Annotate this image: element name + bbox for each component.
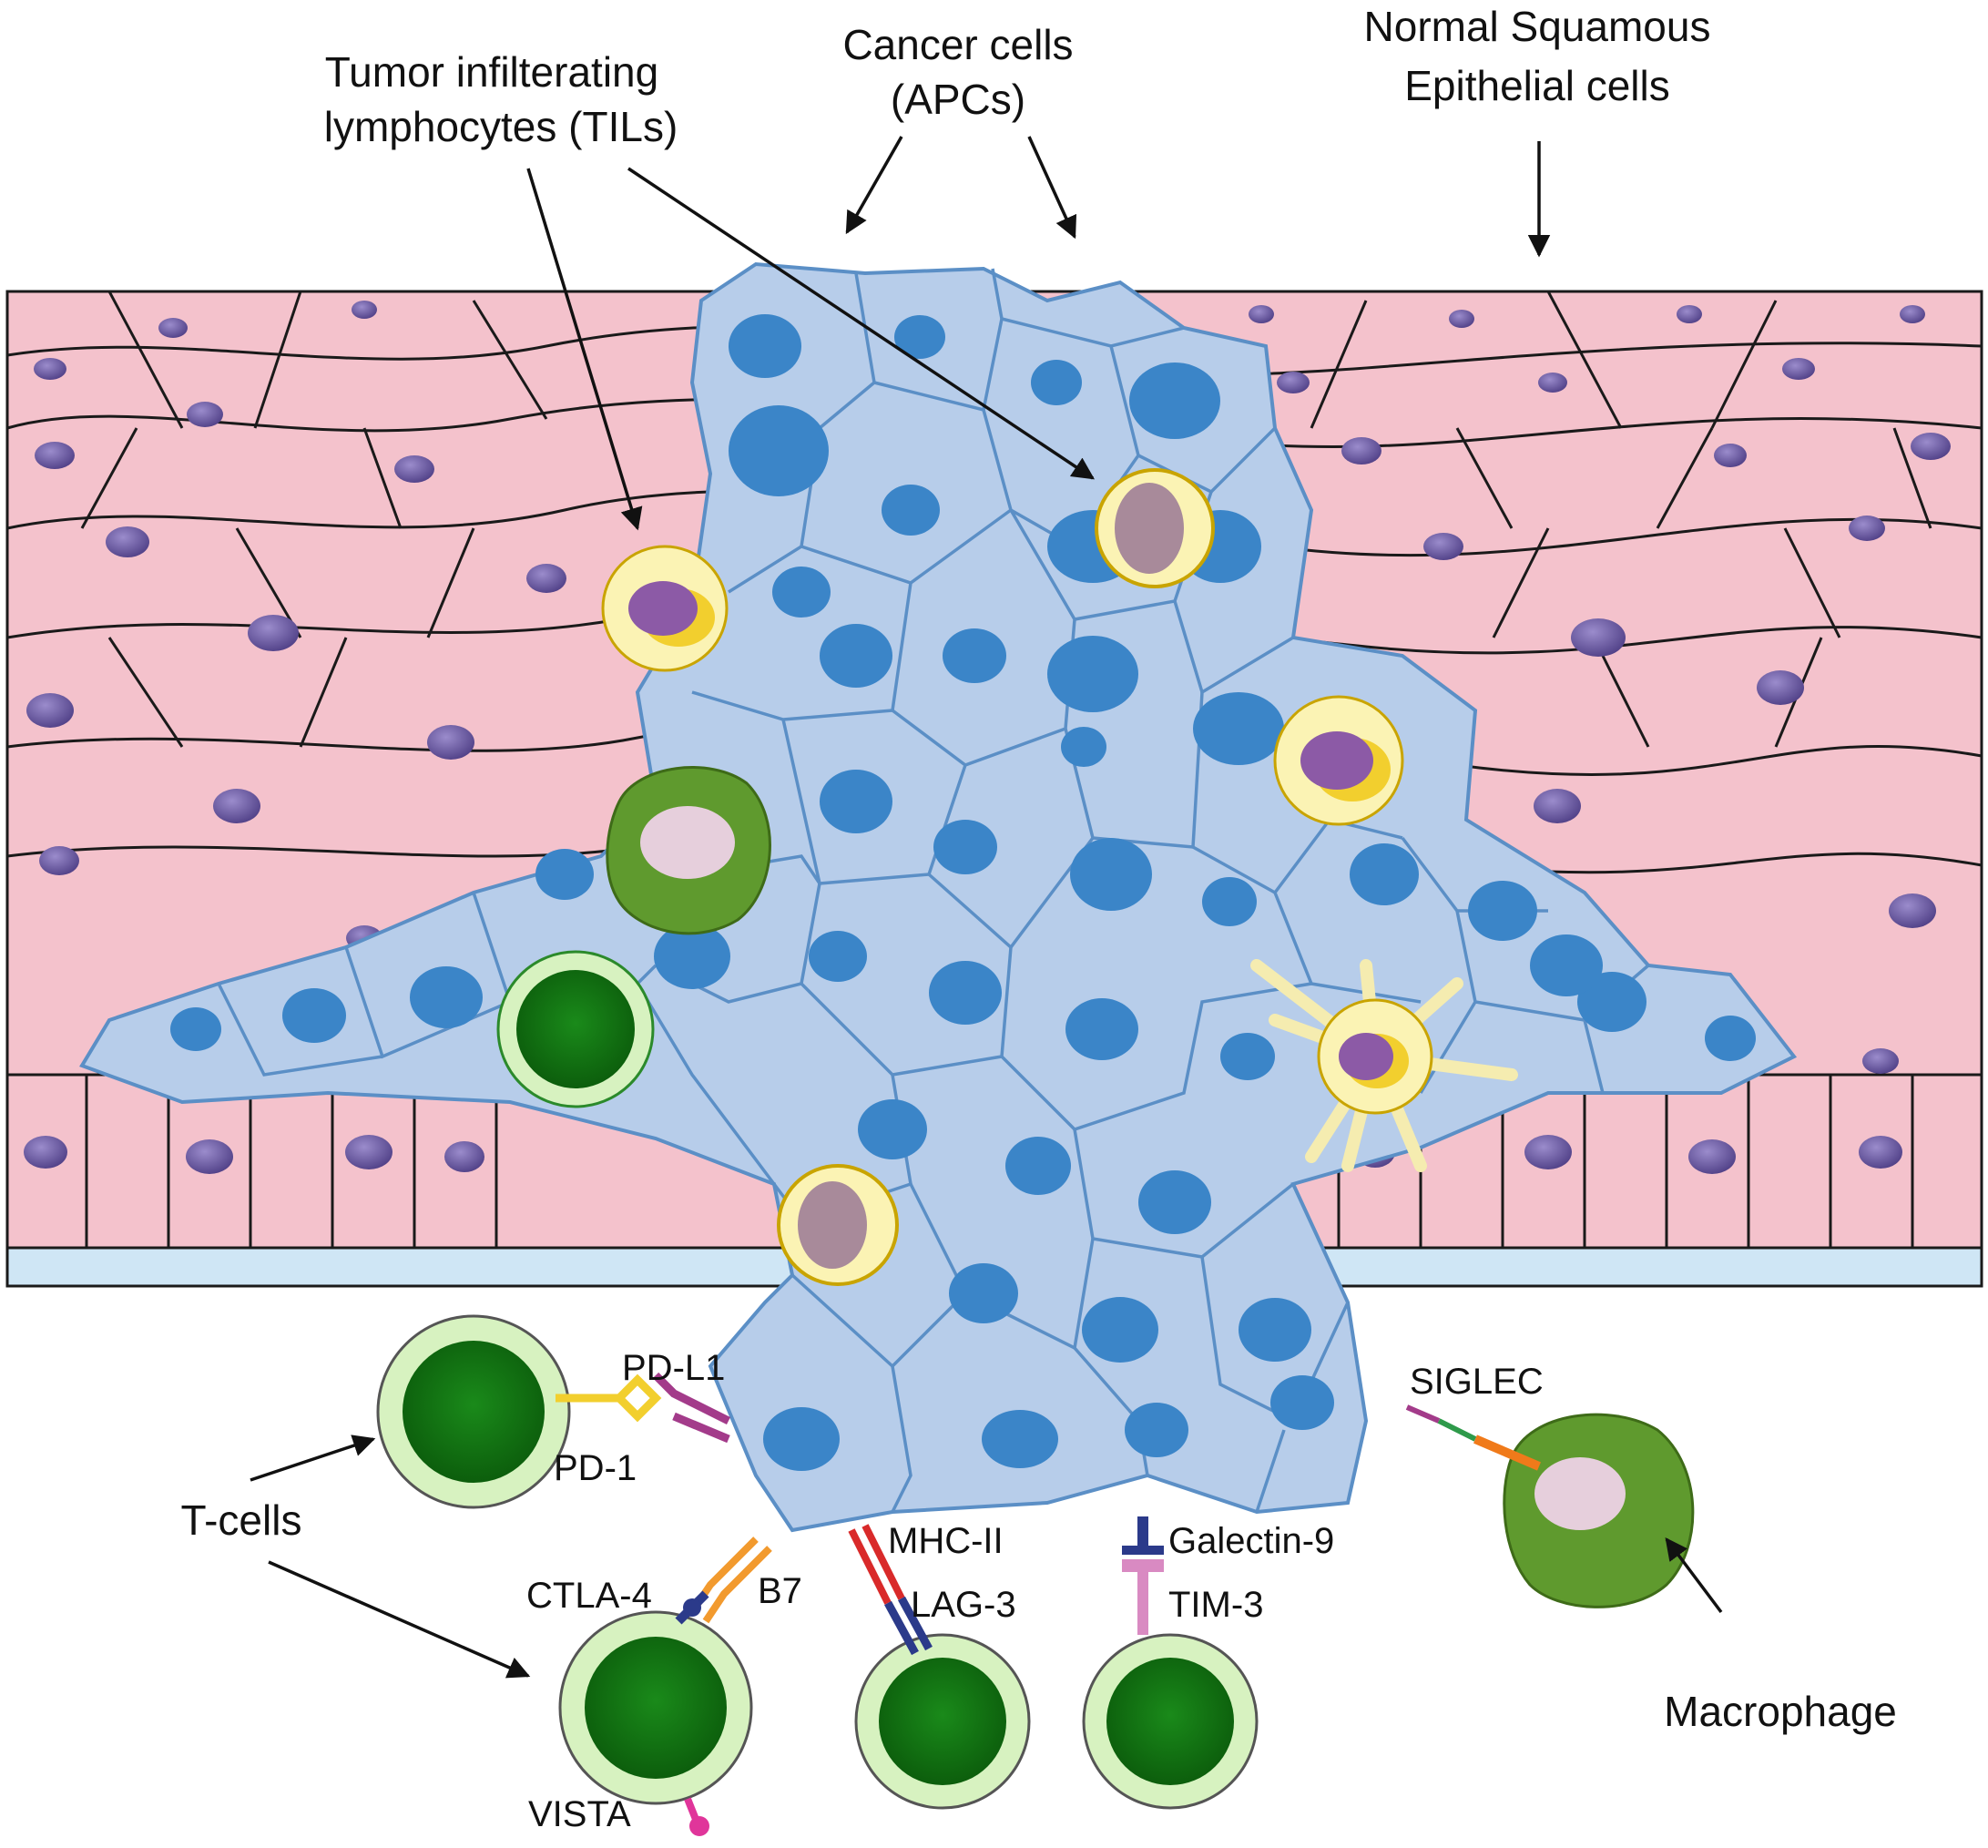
infiltrating-t-cell bbox=[496, 950, 655, 1108]
til-lymphocyte-2 bbox=[1095, 468, 1215, 588]
cancer-cell-mass bbox=[79, 261, 1798, 1533]
tim3-galectin9-pair bbox=[1122, 1516, 1164, 1635]
t-cells-label: T-cells bbox=[181, 1496, 302, 1544]
pd1-pdl1-pair bbox=[556, 1372, 731, 1444]
siglec-label: SIGLEC bbox=[1410, 1362, 1544, 1402]
til-lymphocyte-4 bbox=[777, 1164, 899, 1286]
infiltrating-macrophage bbox=[606, 766, 771, 935]
vista-receptor bbox=[684, 1797, 709, 1836]
t-cell-tim3 bbox=[1082, 1633, 1259, 1810]
pd-l1-label: PD-L1 bbox=[622, 1348, 725, 1388]
normal-cells-label-line2: Epithelial cells bbox=[1404, 62, 1669, 109]
external-macrophage bbox=[1503, 1413, 1695, 1608]
galectin-9-label: Galectin-9 bbox=[1168, 1521, 1334, 1561]
ctla4-b7-pair bbox=[675, 1537, 772, 1625]
ctla-4-label: CTLA-4 bbox=[526, 1576, 652, 1616]
mhc-ii-label: MHC-II bbox=[888, 1521, 1004, 1561]
vista-label: VISTA bbox=[528, 1794, 631, 1834]
tils-label-line2: lymphocytes (TILs) bbox=[324, 103, 678, 150]
til-lymphocyte-1 bbox=[601, 545, 729, 672]
dendritic-cell bbox=[1250, 959, 1518, 1172]
t-cell-lag3 bbox=[854, 1633, 1031, 1810]
t-cell-pd1 bbox=[376, 1314, 571, 1509]
tim-3-label: TIM-3 bbox=[1168, 1585, 1263, 1625]
lag3-mhcii-pair bbox=[848, 1524, 933, 1656]
normal-cells-label-line1: Normal Squamous bbox=[1364, 3, 1711, 50]
siglec-pair bbox=[1405, 1404, 1541, 1471]
annotation-arrows bbox=[250, 136, 1723, 1679]
t-cell-ctla4 bbox=[558, 1610, 753, 1805]
macrophage-label: Macrophage bbox=[1664, 1688, 1897, 1735]
lag-3-label: LAG-3 bbox=[911, 1585, 1016, 1625]
tils-label-line1: Tumor infilterating bbox=[325, 48, 658, 96]
til-lymphocyte-3 bbox=[1273, 695, 1404, 826]
epithelial-nuclei bbox=[24, 301, 1951, 1174]
pd-1-label: PD-1 bbox=[554, 1448, 637, 1488]
cancer-cells-label-line2: (APCs) bbox=[891, 76, 1025, 123]
cancer-cells-label-line1: Cancer cells bbox=[842, 21, 1073, 68]
b7-label: B7 bbox=[758, 1571, 802, 1611]
